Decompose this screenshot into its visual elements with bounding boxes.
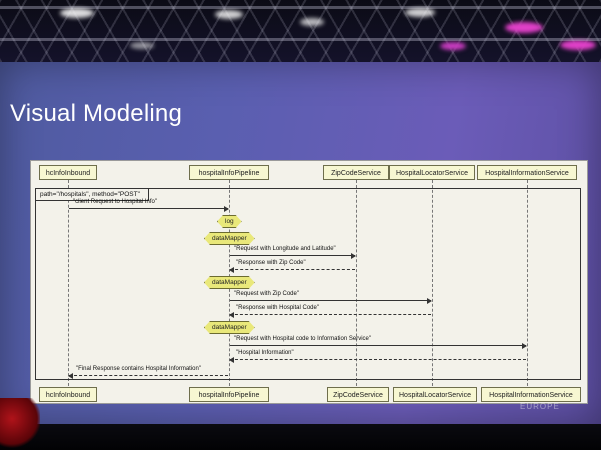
corner-text: EUROPE [520, 402, 560, 411]
message-label: "Request with Zip Code" [234, 291, 299, 297]
message-arrow [69, 205, 229, 212]
message-label: "client Request to Hospital Info" [73, 199, 157, 205]
lifeline [527, 180, 528, 386]
stage-light [560, 40, 596, 50]
frame-label: path="/hospitals", method="POST" [36, 189, 149, 201]
message-label: "Response with Zip Code" [236, 260, 306, 266]
stage-light [440, 42, 466, 50]
participant-bottom: hcInfoInbound [39, 387, 97, 402]
participant-top: hcInfoInbound [39, 165, 97, 180]
lifeline [432, 180, 433, 386]
message-arrow [68, 372, 228, 379]
message-label: "Final Response contains Hospital Inform… [76, 366, 201, 372]
message-arrow [230, 252, 356, 259]
sequence-diagram: hcInfoInbound hospitalInfoPipeline ZipCo… [30, 160, 588, 404]
stage-light [60, 8, 94, 18]
message-arrow [230, 342, 527, 349]
message-label: "Request with Hospital code to Informati… [234, 336, 371, 342]
message-label: "Hospital Information" [236, 350, 294, 356]
participant-top: ZipCodeService [323, 165, 389, 180]
participant-top: HospitalInformationService [477, 165, 577, 180]
mediator-datamapper: dataMapper [204, 232, 255, 245]
message-label: "Response with Hospital Code" [236, 305, 319, 311]
message-arrow [229, 311, 431, 318]
audience-head [0, 398, 40, 450]
stage-truss [0, 0, 601, 62]
stage-light [300, 18, 324, 26]
lifeline [356, 180, 357, 386]
participant-top: hospitalInfoPipeline [189, 165, 269, 180]
alt-frame: path="/hospitals", method="POST" [35, 188, 581, 380]
mediator-log: log [217, 215, 242, 228]
stage-light [505, 22, 543, 33]
slide-title: Visual Modeling [10, 100, 182, 127]
participant-bottom: hospitalInfoPipeline [189, 387, 269, 402]
audience-floor [0, 424, 601, 450]
message-arrow [229, 266, 355, 273]
stage-light [215, 10, 243, 19]
message-label: "Request with Longitude and Latitude" [234, 246, 336, 252]
stage-light [130, 42, 154, 49]
participant-top: HospitalLocatorService [389, 165, 475, 180]
mediator-datamapper: dataMapper [204, 321, 255, 334]
stage-light [405, 8, 435, 17]
participant-bottom: HospitalInformationService [481, 387, 581, 402]
mediator-datamapper: dataMapper [204, 276, 255, 289]
participant-bottom: ZipCodeService [327, 387, 389, 402]
lifeline [68, 180, 69, 386]
message-arrow [229, 356, 526, 363]
message-arrow [230, 297, 432, 304]
participant-bottom: HospitalLocatorService [393, 387, 477, 402]
